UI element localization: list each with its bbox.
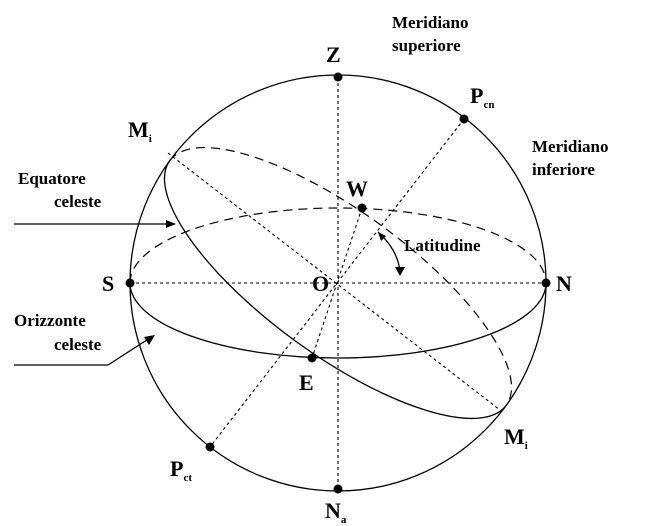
- meridian-chord-m: [167, 152, 501, 411]
- m-lower-label: Mi: [504, 424, 528, 452]
- north-point: [541, 278, 551, 288]
- east-label: E: [299, 370, 314, 395]
- north-pole-subscript: cn: [483, 99, 494, 111]
- meridian-lower-label-line2: inferiore: [532, 160, 595, 179]
- south-pole-label: Pct: [170, 456, 192, 484]
- nadir-subscript: a: [341, 514, 347, 526]
- horizon-front-arc: [129, 282, 547, 359]
- meridian-upper-label-line2: superiore: [392, 36, 461, 55]
- equator-leader-arrow: [166, 220, 176, 228]
- m-lower-subscript: i: [525, 440, 528, 452]
- south-pole-subscript: ct: [183, 472, 192, 484]
- horizon-leader-arrow: [144, 335, 155, 345]
- horizon-label-line1: Orizzonte: [14, 311, 86, 330]
- equator-back-arc: [169, 146, 513, 406]
- north-pole-letter: P: [470, 83, 483, 108]
- east-west-axis: [311, 207, 363, 359]
- latitude-label: Latitudine: [404, 236, 481, 255]
- zenith-label: Z: [326, 42, 341, 67]
- equator-label-line1: Equatore: [18, 169, 86, 188]
- horizon-back-arc: [129, 207, 547, 284]
- nadir-letter: N: [325, 498, 341, 523]
- latitude-arrow-up: [378, 232, 386, 241]
- origin-label: O: [312, 271, 329, 296]
- m-upper-label: Mi: [128, 117, 152, 145]
- m-upper-subscript: i: [149, 133, 152, 145]
- south-pole-point: [205, 442, 215, 452]
- nadir-label: Na: [325, 498, 347, 526]
- south-pole-letter: P: [170, 456, 183, 481]
- nadir-point: [333, 484, 343, 494]
- m-upper-letter: M: [128, 117, 149, 142]
- north-label: N: [556, 271, 572, 296]
- north-pole-label: Pcn: [470, 83, 494, 111]
- east-point: [307, 353, 317, 363]
- horizon-leader-line: [14, 337, 151, 366]
- zenith-point: [333, 72, 343, 82]
- south-point: [125, 278, 135, 288]
- west-point: [357, 203, 367, 213]
- meridian-upper-label-line1: Meridiano: [392, 13, 469, 32]
- west-label: W: [346, 176, 368, 201]
- south-label: S: [102, 271, 114, 296]
- equator-front-arc: [163, 160, 507, 420]
- latitude-arrow-down: [395, 267, 405, 276]
- horizon-label-line2: celeste: [54, 335, 102, 354]
- equator-label-line2: celeste: [54, 192, 102, 211]
- m-lower-letter: M: [504, 424, 525, 449]
- meridian-lower-label-line1: Meridiano: [532, 137, 609, 156]
- north-pole-point: [459, 114, 469, 124]
